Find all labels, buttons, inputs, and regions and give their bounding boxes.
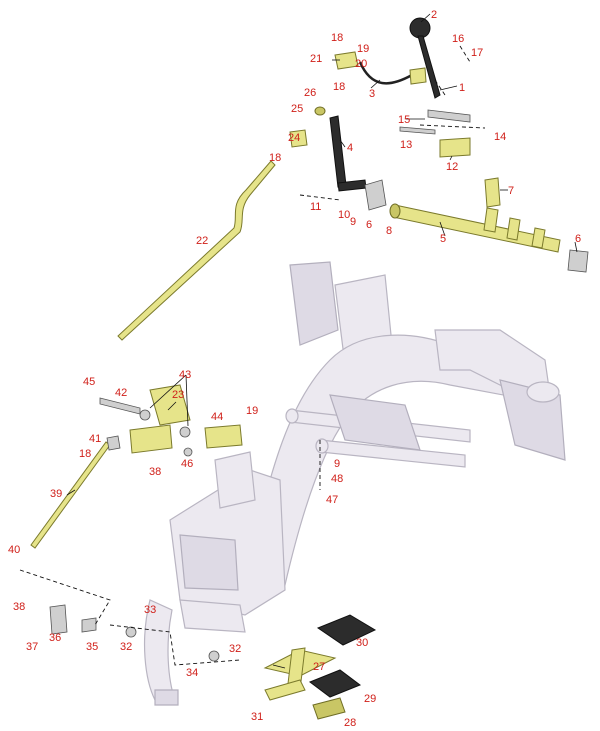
callout-32b: 32 <box>229 643 241 655</box>
callout-2: 2 <box>431 9 437 21</box>
long-shift-rod <box>117 160 276 341</box>
callout-16: 16 <box>452 33 464 45</box>
shift-lever <box>417 35 441 99</box>
bushing-left <box>364 179 387 211</box>
callout-leaders <box>66 13 578 669</box>
callout-6a: 6 <box>366 219 372 231</box>
callout-14: 14 <box>494 131 506 143</box>
callout-38a: 38 <box>149 466 161 478</box>
assembly-guides <box>19 45 486 666</box>
callout-37: 37 <box>26 641 38 653</box>
callout-31: 31 <box>251 711 263 723</box>
callout-34: 34 <box>186 667 198 679</box>
callout-1: 1 <box>459 82 465 94</box>
callout-44: 44 <box>211 411 223 423</box>
callout-9b: 9 <box>334 458 340 470</box>
callout-18d: 18 <box>79 448 91 460</box>
callout-27: 27 <box>313 661 325 673</box>
bushing-right <box>567 249 589 273</box>
callout-36: 36 <box>49 632 61 644</box>
callout-15: 15 <box>398 114 410 126</box>
pedal-assembly <box>263 614 377 720</box>
callout-18c: 18 <box>269 152 281 164</box>
callout-7: 7 <box>508 185 514 197</box>
callout-13: 13 <box>400 139 412 151</box>
callout-4: 4 <box>347 142 353 154</box>
callout-35: 35 <box>86 641 98 653</box>
callout-11: 11 <box>310 201 321 213</box>
callout-23: 23 <box>172 389 184 401</box>
callout-17: 17 <box>471 47 483 59</box>
callout-18a: 18 <box>331 32 343 44</box>
callout-47: 47 <box>326 494 338 506</box>
callout-33: 33 <box>144 604 156 616</box>
callout-32a: 32 <box>120 641 132 653</box>
callout-48: 48 <box>331 473 343 485</box>
shift-arm <box>329 115 347 188</box>
callout-6b: 6 <box>575 233 581 245</box>
brake-linkage <box>30 384 243 662</box>
callout-19a: 19 <box>357 43 369 55</box>
callout-3: 3 <box>369 88 375 100</box>
callout-8: 8 <box>386 225 392 237</box>
pedal-pad-28 <box>312 697 346 720</box>
callout-10: 10 <box>338 209 350 221</box>
callout-20: 20 <box>355 58 367 70</box>
callout-26: 26 <box>304 87 316 99</box>
pedal-pad-29 <box>308 669 362 698</box>
callout-24: 24 <box>288 132 300 144</box>
callout-38b: 38 <box>13 601 25 613</box>
callout-39: 39 <box>50 488 62 500</box>
callout-9a: 9 <box>350 216 356 228</box>
callout-30: 30 <box>356 637 368 649</box>
callout-42: 42 <box>115 387 127 399</box>
callout-19b: 19 <box>246 405 258 417</box>
callout-28: 28 <box>344 717 356 729</box>
callout-12: 12 <box>446 161 458 173</box>
callout-25: 25 <box>291 103 303 115</box>
shift-knob <box>409 17 431 39</box>
callout-46: 46 <box>181 458 193 470</box>
brake-rod <box>30 441 111 549</box>
callout-40: 40 <box>8 544 20 556</box>
callout-29: 29 <box>364 693 376 705</box>
shift-cable <box>358 61 413 85</box>
callout-22: 22 <box>196 235 208 247</box>
chassis-frame <box>143 261 566 706</box>
bracket-12 <box>439 137 471 158</box>
callout-numbers: 1 2 3 4 5 6 6 7 8 9 9 10 11 12 13 14 15 … <box>8 9 581 729</box>
shift-assembly <box>289 17 589 273</box>
callout-21: 21 <box>310 53 322 65</box>
callout-18b: 18 <box>333 81 345 93</box>
callout-5: 5 <box>440 233 446 245</box>
pedal-pad-30 <box>316 614 377 646</box>
callout-41: 41 <box>89 433 101 445</box>
callout-45: 45 <box>83 376 95 388</box>
callout-43: 43 <box>179 369 191 381</box>
